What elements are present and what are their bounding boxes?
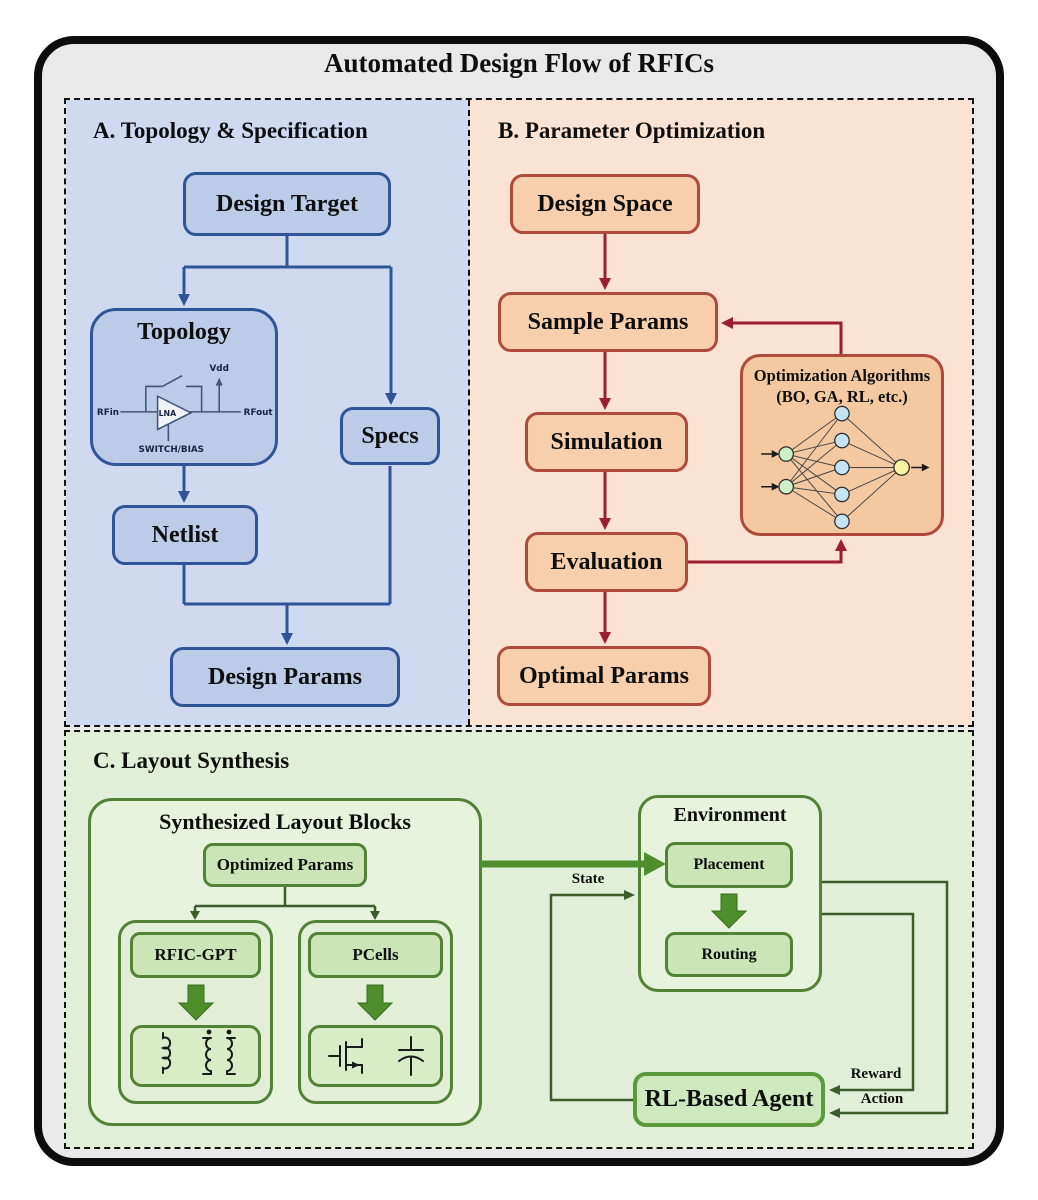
- rfin-label: RFin: [97, 408, 119, 418]
- sample-params-label: Sample Params: [527, 308, 689, 335]
- pcells-label: PCells: [352, 945, 399, 964]
- inductor-transformer-icon: [160, 1029, 236, 1075]
- topology-box: Topology RFin RFout Vdd LNA SWITCH/BIAS: [90, 308, 278, 466]
- neural-network-icon: [761, 405, 930, 530]
- design-space-label: Design Space: [537, 190, 673, 217]
- switch-bias-label: SWITCH/BIAS: [139, 445, 204, 455]
- design-target-label: Design Target: [215, 190, 358, 217]
- placement-box: Placement: [665, 842, 793, 888]
- environment-title: Environment: [673, 804, 787, 826]
- state-label: State: [571, 871, 605, 887]
- design-target-box: Design Target: [183, 172, 391, 236]
- action-label: Action: [860, 1091, 904, 1107]
- evaluation-label: Evaluation: [550, 548, 663, 575]
- optimization-algorithms-title: Optimization Algorithms (BO, GA, RL, etc…: [743, 365, 941, 408]
- optimization-algorithms-title-line2: (BO, GA, RL, etc.): [776, 387, 908, 407]
- specs-box: Specs: [340, 407, 440, 465]
- design-params-label: Design Params: [208, 663, 362, 690]
- placement-label: Placement: [693, 856, 765, 873]
- vdd-label: Vdd: [210, 364, 229, 374]
- optimal-params-box: Optimal Params: [497, 646, 711, 706]
- lna-circuit-icon: RFin RFout Vdd LNA SWITCH/BIAS: [97, 364, 273, 455]
- rl-based-agent-box: RL-Based Agent: [633, 1072, 825, 1127]
- simulation-label: Simulation: [550, 428, 663, 455]
- optimal-params-label: Optimal Params: [519, 662, 689, 689]
- evaluation-box: Evaluation: [525, 532, 688, 592]
- sample-params-box: Sample Params: [498, 292, 718, 352]
- mosfet-capacitor-box: [308, 1025, 443, 1087]
- simulation-box: Simulation: [525, 412, 688, 472]
- mosfet-capacitor-icon: [327, 1036, 424, 1076]
- rl-based-agent-label: RL-Based Agent: [644, 1086, 814, 1112]
- reward-label: Reward: [850, 1066, 902, 1082]
- netlist-box: Netlist: [112, 505, 258, 565]
- pcells-box: PCells: [308, 932, 443, 978]
- section-c-heading: C. Layout Synthesis: [93, 748, 290, 773]
- specs-label: Specs: [361, 422, 419, 449]
- optimized-params-box: Optimized Params: [203, 843, 367, 887]
- rfout-label: RFout: [244, 408, 273, 418]
- routing-label: Routing: [701, 945, 757, 963]
- optimization-algorithms-box: Optimization Algorithms (BO, GA, RL, etc…: [740, 354, 944, 536]
- figure-title: Automated Design Flow of RFICs: [324, 48, 714, 78]
- section-a-heading: A. Topology & Specification: [93, 118, 368, 143]
- routing-box: Routing: [665, 932, 793, 977]
- design-params-box: Design Params: [170, 647, 400, 707]
- inductor-transformer-box: [130, 1025, 261, 1087]
- optimized-params-label: Optimized Params: [216, 855, 354, 874]
- netlist-label: Netlist: [151, 521, 219, 548]
- optimization-algorithms-title-line1: Optimization Algorithms: [753, 366, 931, 385]
- design-space-box: Design Space: [510, 174, 700, 234]
- lna-label: LNA: [159, 409, 178, 418]
- section-b-heading: B. Parameter Optimization: [498, 118, 766, 143]
- rfic-gpt-label: RFIC-GPT: [154, 945, 237, 964]
- synthesized-layout-blocks-title: Synthesized Layout Blocks: [159, 809, 411, 834]
- rfic-gpt-box: RFIC-GPT: [130, 932, 261, 978]
- topology-label: Topology: [137, 319, 231, 345]
